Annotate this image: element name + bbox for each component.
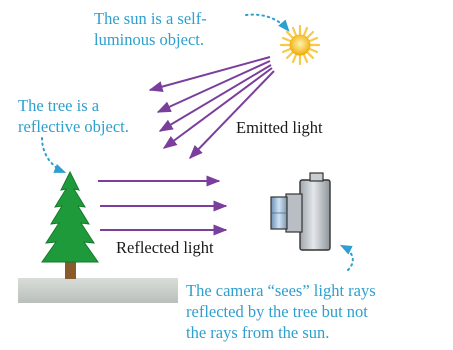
camera-annotation: The camera “sees” light rays reflected b… bbox=[186, 280, 376, 343]
camera-icon bbox=[271, 173, 330, 250]
sun-icon bbox=[281, 26, 319, 64]
emitted-ray bbox=[158, 61, 270, 112]
pine-tree-icon bbox=[42, 172, 98, 279]
reflected-light-label: Reflected light bbox=[116, 237, 214, 258]
reflected-rays bbox=[98, 181, 226, 230]
emitted-light-label: Emitted light bbox=[236, 117, 323, 138]
camera-pointer bbox=[342, 246, 353, 270]
sun-annotation: The sun is a self- luminous object. bbox=[94, 8, 207, 50]
emitted-rays bbox=[150, 57, 274, 158]
tree-pointer bbox=[42, 138, 64, 172]
emitted-ray bbox=[150, 57, 270, 90]
sun-pointer bbox=[246, 15, 288, 30]
emitted-ray bbox=[190, 71, 274, 158]
tree-annotation: The tree is a reflective object. bbox=[18, 95, 129, 137]
ground bbox=[18, 278, 178, 303]
